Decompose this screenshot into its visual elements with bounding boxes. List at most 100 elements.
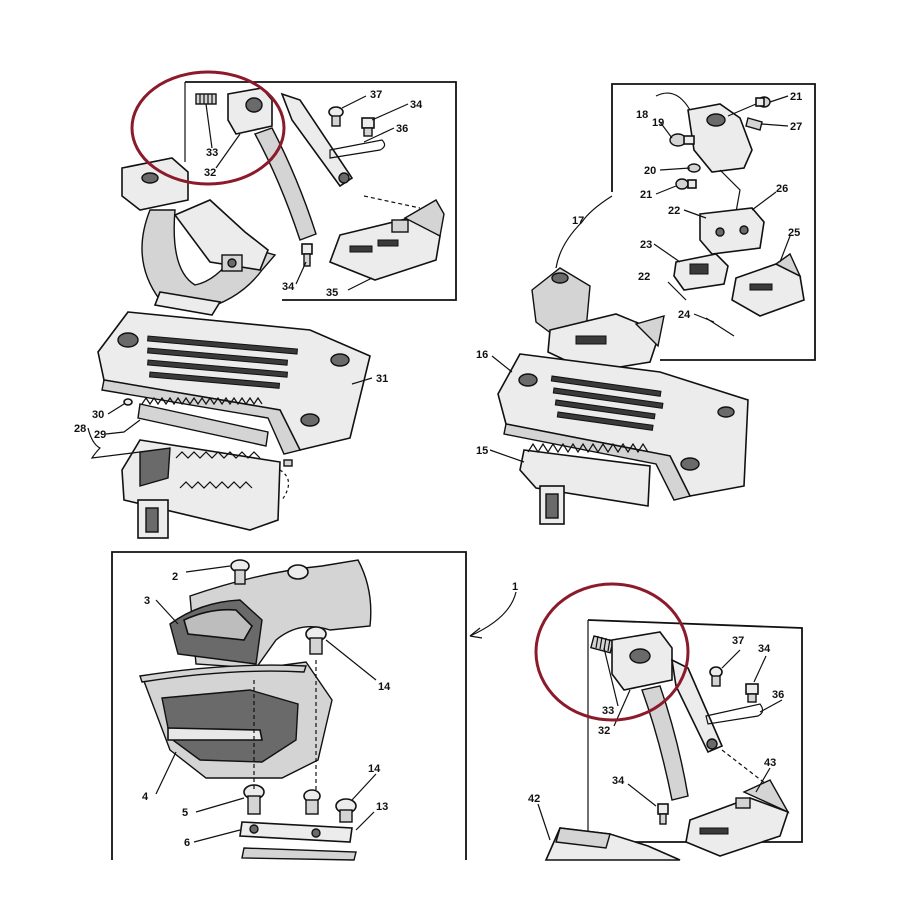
label-23: 23 xyxy=(640,239,652,251)
label-2: 2 xyxy=(172,571,178,583)
label-22: 22 xyxy=(638,271,650,283)
screw-37-bottom xyxy=(709,666,723,687)
screw-37 xyxy=(328,106,344,127)
throat-plate-31 xyxy=(97,311,371,455)
label-16: 16 xyxy=(476,349,488,361)
screw-21-lower xyxy=(675,178,697,190)
top-left-assembly: 37 34 36 33 32 34 35 31 30 29 28 xyxy=(74,70,457,539)
screw-34-bottom-upper xyxy=(745,683,759,703)
plate-6 xyxy=(239,821,357,861)
label-25: 25 xyxy=(788,227,800,239)
spring-33 xyxy=(195,93,217,105)
block-32 xyxy=(227,87,273,135)
label-35: 35 xyxy=(326,287,338,299)
label-36: 36 xyxy=(772,689,784,701)
inset-frame-top-left xyxy=(185,81,457,301)
label-42: 42 xyxy=(528,793,540,805)
label-31: 31 xyxy=(376,373,388,385)
presser-foot-17 xyxy=(531,267,665,373)
label-14: 14 xyxy=(368,763,381,775)
inset-frame-top-right xyxy=(611,83,816,361)
screw-14-upper xyxy=(305,626,327,655)
label-27: 27 xyxy=(790,121,802,133)
leader-lines-bottom-right xyxy=(537,647,783,841)
part-20 xyxy=(687,163,741,213)
spring-36 xyxy=(329,139,386,159)
block-32-bottom xyxy=(611,631,673,691)
hinge-18 xyxy=(655,92,757,173)
label-29: 29 xyxy=(94,429,106,441)
foot-25 xyxy=(731,252,805,317)
foot-42 xyxy=(544,827,681,861)
label-34: 34 xyxy=(282,281,295,293)
label-37: 37 xyxy=(370,89,382,101)
label-36: 36 xyxy=(396,123,408,135)
spring-33-bottom xyxy=(590,635,615,654)
label-33: 33 xyxy=(206,147,218,159)
screw-5 xyxy=(243,784,265,815)
highlight-circle-top-left xyxy=(130,70,286,186)
label-21: 21 xyxy=(640,189,652,201)
label-17: 17 xyxy=(572,215,584,227)
label-20: 20 xyxy=(644,165,656,177)
label-37: 37 xyxy=(732,635,744,647)
screw-14-lower xyxy=(335,798,357,823)
label-22: 22 xyxy=(668,205,680,217)
leader-lines-top-left xyxy=(87,95,409,459)
inset-frame-bottom-left xyxy=(111,551,467,860)
bottom-right-assembly: 37 34 36 33 32 43 34 42 xyxy=(528,582,803,861)
label-32: 32 xyxy=(598,725,610,737)
spring-36-bottom xyxy=(705,703,764,725)
screw-27 xyxy=(745,117,763,131)
label-28: 28 xyxy=(74,423,86,435)
label-30: 30 xyxy=(92,409,104,421)
label-13: 13 xyxy=(376,801,388,813)
label-21: 21 xyxy=(790,91,802,103)
screw-19 xyxy=(669,133,695,147)
block-26 xyxy=(699,207,765,255)
leader-lines-top-right xyxy=(489,95,791,463)
screw-34-upper xyxy=(361,117,375,137)
foot-43 xyxy=(685,779,790,857)
label-33: 33 xyxy=(602,705,614,717)
screw-34-bottom-lower xyxy=(657,803,669,825)
label-1: 1 xyxy=(512,581,518,593)
screw-34-lower xyxy=(301,243,313,267)
label-15: 15 xyxy=(476,445,488,457)
label-34: 34 xyxy=(410,99,423,111)
label-34: 34 xyxy=(612,775,625,787)
lever-arm-bottom xyxy=(641,685,689,801)
plate-4 xyxy=(139,661,333,779)
pin-22 xyxy=(667,281,687,301)
feed-dog-15 xyxy=(519,442,651,525)
feed-dog-29 xyxy=(123,396,269,447)
label-18: 18 xyxy=(636,109,648,121)
label-26: 26 xyxy=(776,183,788,195)
label-19: 19 xyxy=(652,117,664,129)
screw-13 xyxy=(303,789,321,815)
label-34: 34 xyxy=(758,643,771,655)
label-43: 43 xyxy=(764,757,776,769)
label-24: 24 xyxy=(678,309,691,321)
label-6: 6 xyxy=(184,837,190,849)
label-14: 14 xyxy=(378,681,391,693)
label-32: 32 xyxy=(204,167,216,179)
presser-foot xyxy=(121,157,277,316)
cover-3 xyxy=(169,599,263,665)
label-3: 3 xyxy=(144,595,150,607)
highlight-circle-bottom-right xyxy=(534,582,690,722)
bottom-left-assembly: 2 3 14 4 14 5 13 6 1 xyxy=(111,551,518,861)
label-5: 5 xyxy=(182,807,188,819)
lever-arm xyxy=(253,127,317,241)
screw-2 xyxy=(230,559,250,585)
foot-35 xyxy=(328,199,445,281)
throat-plate-16 xyxy=(497,353,749,501)
foot-23 xyxy=(673,253,729,291)
leader-lines-bottom-left xyxy=(155,565,517,843)
label-4: 4 xyxy=(142,791,149,803)
top-right-assembly: 21 18 19 27 20 21 22 26 17 23 25 22 24 1… xyxy=(476,83,816,525)
screw-21-top xyxy=(755,96,771,108)
feed-dog-base-28 xyxy=(121,439,293,539)
